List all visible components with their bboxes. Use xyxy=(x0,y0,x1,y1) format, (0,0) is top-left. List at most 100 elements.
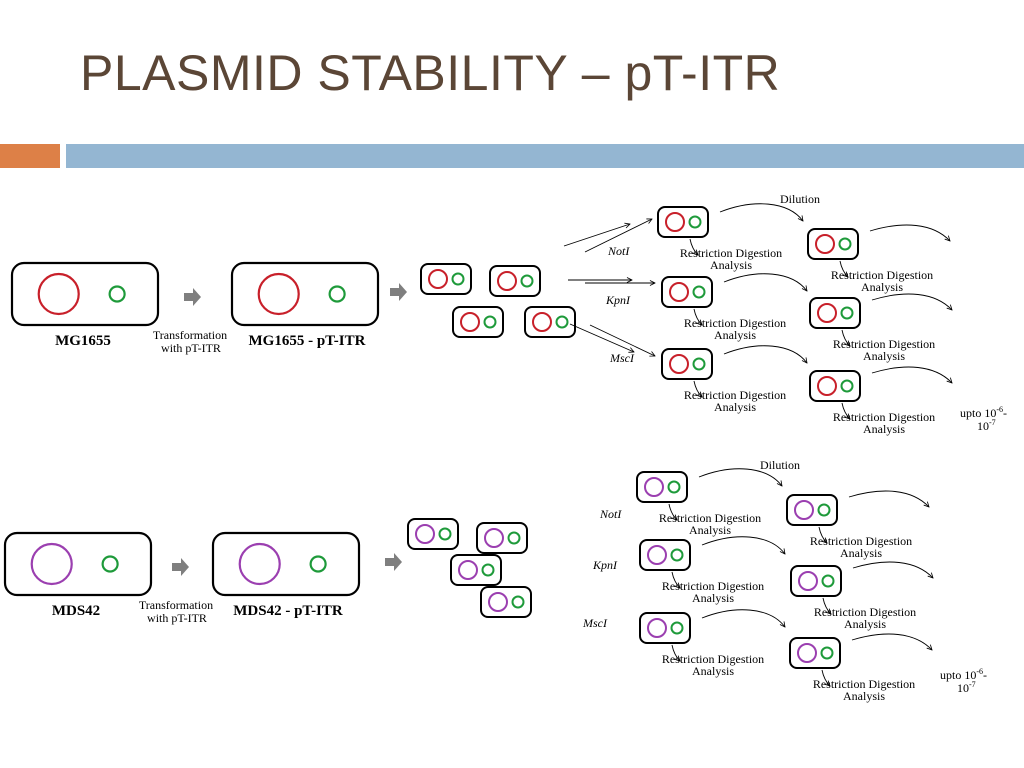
upto-line-1: upto 10-6- xyxy=(940,667,987,682)
chromosome-circle xyxy=(815,234,835,254)
enzyme-label-msci: MscI xyxy=(582,616,608,630)
analysis-label: Analysis xyxy=(692,664,734,678)
transformation-label: with pT-ITR xyxy=(161,341,221,355)
upto-part: -6 xyxy=(996,405,1003,414)
restriction-digestion-label: Restriction Digestion xyxy=(810,534,912,548)
digest-arrow xyxy=(671,571,680,588)
digest-arrow xyxy=(689,238,698,255)
transformed-cell xyxy=(230,261,380,327)
further-dilution-arrow xyxy=(852,561,933,578)
plasmid-circle xyxy=(101,555,119,573)
restriction-digestion-label: Restriction Digestion xyxy=(684,388,786,402)
diluted-cell-3 xyxy=(809,370,861,402)
upto-line-2: 10-7 xyxy=(977,418,996,433)
dilution-arrow xyxy=(701,609,785,627)
chromosome-circle xyxy=(428,269,448,289)
restriction-digestion-label: Restriction Digestion xyxy=(814,605,916,619)
title-accent-bar-orange xyxy=(0,144,60,168)
plasmid-circle xyxy=(692,285,706,299)
diluted-cell-3 xyxy=(789,637,841,669)
chromosome-circle xyxy=(488,592,508,612)
colony-cell-3 xyxy=(452,306,504,338)
transformed-cell xyxy=(211,531,361,597)
plasmid-circle xyxy=(555,315,569,329)
selected-cell-1 xyxy=(636,471,688,503)
selected-cell-2 xyxy=(639,539,691,571)
chromosome-circle xyxy=(257,272,300,316)
diluted-cell-1 xyxy=(786,494,838,526)
upto-part: upto 10 xyxy=(940,668,976,682)
restriction-digestion-label: Restriction Digestion xyxy=(662,652,764,666)
dilution-arrow xyxy=(723,345,807,363)
restriction-digestion-label: Restriction Digestion xyxy=(833,410,935,424)
plasmid-circle xyxy=(688,215,702,229)
enzyme-arrow-3 xyxy=(589,324,655,356)
plasmid-circle xyxy=(817,503,831,517)
chromosome-circle xyxy=(37,272,80,316)
plasmid-circle xyxy=(520,274,534,288)
restriction-digestion-label: Restriction Digestion xyxy=(680,246,782,260)
chromosome-circle xyxy=(647,545,667,565)
chromosome-circle xyxy=(669,354,689,374)
plasmid-circle xyxy=(840,306,854,320)
analysis-label: Analysis xyxy=(843,689,885,703)
plasmid-circle xyxy=(670,548,684,562)
strain-label: MDS42 xyxy=(52,603,100,619)
chromosome-circle xyxy=(497,271,517,291)
dilution-label: Dilution xyxy=(760,458,800,472)
analysis-label: Analysis xyxy=(689,523,731,537)
upto-part: upto 10 xyxy=(960,406,996,420)
plasmid-circle xyxy=(328,285,346,303)
restriction-digestion-label: Restriction Digestion xyxy=(831,268,933,282)
dilution-label: Dilution xyxy=(780,192,820,206)
plasmid-circle xyxy=(838,237,852,251)
upto-part: -6 xyxy=(976,667,983,676)
chromosome-circle xyxy=(484,528,504,548)
upto-part: 10 xyxy=(957,681,969,695)
cell-outline xyxy=(3,531,153,597)
chromosome-circle xyxy=(817,376,837,396)
upto-line-2: 10-7 xyxy=(957,680,976,695)
restriction-digestion-label: Restriction Digestion xyxy=(684,316,786,330)
analysis-label: Analysis xyxy=(863,422,905,436)
analysis-label: Analysis xyxy=(861,280,903,294)
chromosome-circle xyxy=(458,560,478,580)
title-accent-bar-blue xyxy=(66,144,1024,168)
chromosome-circle xyxy=(238,542,281,586)
plasmid-circle xyxy=(820,646,834,660)
slide-title: PLASMID STABILITY – pT-ITR xyxy=(80,45,781,101)
further-dilution-arrow xyxy=(871,366,952,383)
digest-arrow xyxy=(671,644,680,661)
digest-arrow xyxy=(693,308,702,325)
selected-cell-1 xyxy=(657,206,709,238)
colony-cell-1 xyxy=(420,263,472,295)
analysis-label: Analysis xyxy=(692,591,734,605)
dilution-arrow xyxy=(698,468,782,486)
upto-part: - xyxy=(983,668,987,682)
diluted-cell-1 xyxy=(807,228,859,260)
colony-cell-2 xyxy=(489,265,541,297)
strain-label: MG1655 xyxy=(55,333,111,349)
plasmid-circle xyxy=(309,555,327,573)
cell-outline xyxy=(211,531,361,597)
plasmid-circle xyxy=(108,285,126,303)
chromosome-circle xyxy=(797,643,817,663)
enzyme-arrow-1 xyxy=(584,219,652,253)
selected-cell-3 xyxy=(661,348,713,380)
transform-arrow xyxy=(172,558,189,576)
analysis-label: Analysis xyxy=(710,258,752,272)
selected-cell-3 xyxy=(639,612,691,644)
digest-arrow xyxy=(693,380,702,397)
original-cell xyxy=(10,261,160,327)
digest-arrow xyxy=(841,402,850,419)
enzyme-arrow-3 xyxy=(569,323,634,352)
transformed-strain-label: MG1655 - pT-ITR xyxy=(249,333,366,349)
chromosome-circle xyxy=(532,312,552,332)
dilution-arrow xyxy=(701,536,785,554)
further-dilution-arrow xyxy=(869,224,950,241)
